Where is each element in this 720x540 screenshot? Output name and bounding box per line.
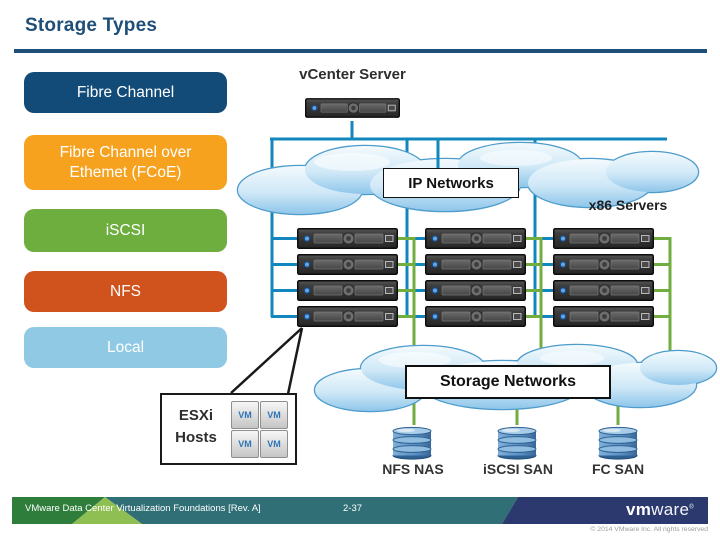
esxi-hosts-label: ESXi Hosts	[163, 405, 229, 449]
stack3-network-stubs	[534, 237, 555, 318]
rack-server-icon	[553, 228, 654, 249]
copyright-text: © 2014 VMware Inc. All rights reserved	[590, 526, 708, 533]
rack-server-icon	[425, 254, 526, 275]
vm-tile: VM	[260, 430, 288, 458]
page-title: Storage Types	[25, 15, 158, 36]
esxi-callout-lines	[230, 327, 304, 395]
rack-server-icon	[425, 306, 526, 327]
title-rule	[14, 49, 707, 53]
vm-tile: VM	[231, 401, 259, 429]
esxi-label-line1: ESXi	[178, 407, 214, 424]
footer-course-title: VMware Data Center Virtualization Founda…	[25, 503, 261, 514]
storage-type-label: Local	[106, 338, 145, 356]
x86-server-stack-2	[425, 228, 526, 327]
vcenter-server-label: vCenter Server	[299, 66, 406, 83]
iscsi-san-disk-icon	[497, 426, 537, 460]
vcenter-server-icon	[305, 97, 400, 119]
x86-servers-label: x86 Servers	[588, 197, 668, 213]
stack1-network-stubs	[271, 237, 299, 318]
storage-type-box-nfs: NFS	[24, 271, 227, 312]
storage-type-label-line2: Ethemet (FCoE)	[69, 163, 182, 181]
vmware-logo-vm: vm	[626, 500, 652, 519]
ip-networks-label: IP Networks	[383, 168, 519, 198]
vm-tile: VM	[260, 401, 288, 429]
rack-server-icon	[297, 254, 398, 275]
vmware-logo-ware: ware	[651, 500, 690, 519]
footer-page-number: 2-37	[343, 503, 363, 514]
storage-type-label: Fibre Channel	[76, 83, 175, 101]
rack-server-icon	[553, 306, 654, 327]
storage-type-box-iscsi: iSCSI	[24, 209, 227, 252]
storage-type-label: NFS	[110, 282, 141, 300]
esxi-label-line2: Hosts	[175, 429, 217, 446]
rack-server-icon	[297, 280, 398, 301]
vm-tile: VM	[231, 430, 259, 458]
storage-type-label: iSCSI	[105, 221, 146, 239]
storage-type-box-local: Local	[24, 327, 227, 368]
fc-san-disk-icon	[598, 426, 638, 460]
footer-triangle	[72, 497, 142, 524]
rack-server-icon	[297, 306, 398, 327]
rack-server-icon	[297, 228, 398, 249]
nfs-nas-label: NFS NAS	[382, 461, 444, 477]
storage-type-box-fibre-channel: Fibre Channel	[24, 72, 227, 113]
rack-server-icon	[553, 280, 654, 301]
footer-teal-band	[105, 497, 518, 524]
footer-green-band	[12, 497, 105, 524]
nfs-nas-disk-icon	[392, 426, 432, 460]
iscsi-san-label: iSCSI SAN	[482, 461, 553, 477]
footer-bar	[12, 497, 708, 524]
vmware-logo: vmware®	[626, 500, 694, 520]
x86-server-stack-1	[297, 228, 398, 327]
storage-type-label-line1: Fibre Channel over	[59, 143, 192, 161]
rack-server-icon	[425, 280, 526, 301]
fc-san-label: FC SAN	[591, 461, 645, 477]
storage-type-box-fcoe: Fibre Channel over Ethemet (FCoE)	[24, 135, 227, 190]
storage-networks-label: Storage Networks	[405, 365, 611, 399]
footer-navy-band	[502, 497, 708, 524]
stack2-network-stubs	[406, 237, 427, 318]
x86-server-stack-3	[553, 228, 654, 327]
rack-server-icon	[425, 228, 526, 249]
registered-mark-icon: ®	[689, 504, 694, 511]
rack-server-icon	[553, 254, 654, 275]
